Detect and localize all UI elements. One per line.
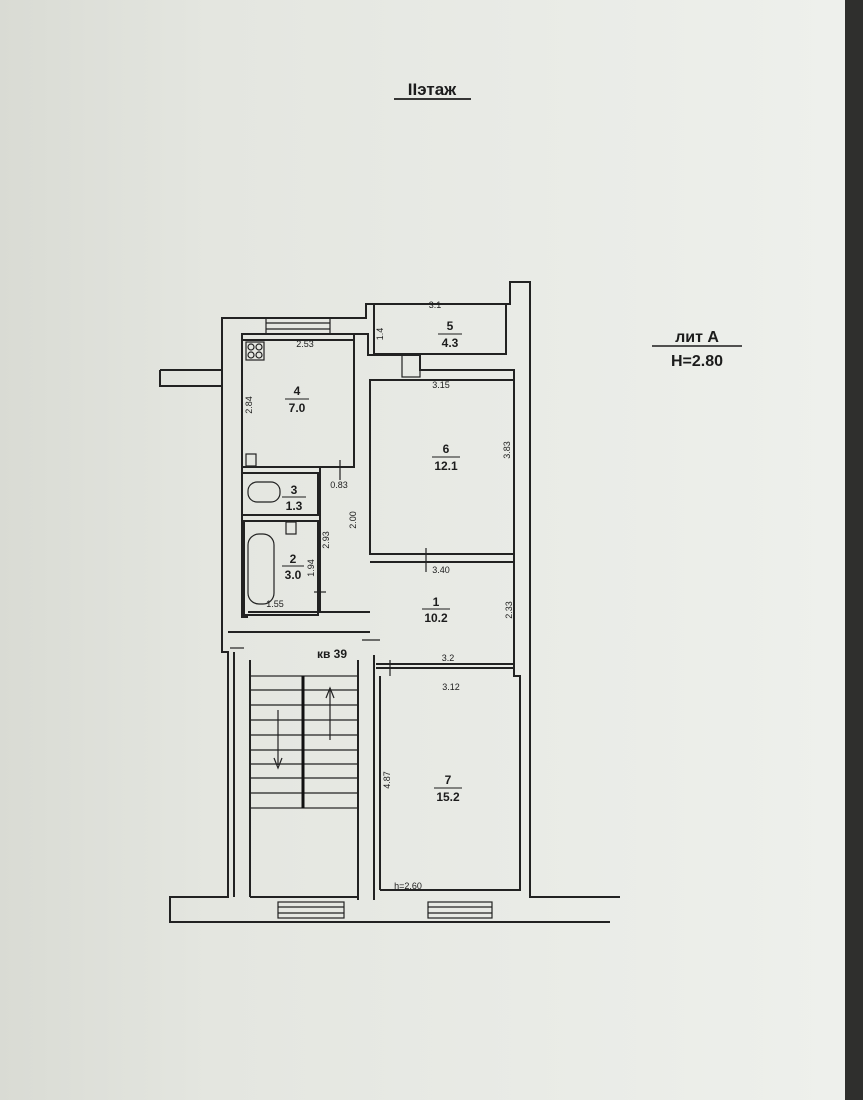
room-7-number: 7 [445, 773, 452, 787]
room-3-number: 3 [291, 483, 298, 497]
room-1-label: 1 10.2 [422, 595, 450, 625]
room-2-number: 2 [290, 552, 297, 566]
room-5-number: 5 [447, 319, 454, 333]
room-1-area: 10.2 [424, 611, 448, 625]
room-7-label: 7 15.2 [434, 773, 462, 804]
dim-r6-top: 3.15 [432, 380, 450, 390]
ceiling-height-label: Н=2.80 [671, 353, 723, 370]
room-2-area: 3.0 [285, 568, 302, 582]
floor-title: IIэтаж [408, 80, 457, 99]
room-5-label: 5 4.3 [438, 319, 462, 350]
door-marks [230, 460, 427, 676]
room-6-label: 6 12.1 [432, 442, 460, 473]
stairs [249, 675, 359, 809]
dim-r7-width: 3.12 [442, 682, 460, 692]
room-7-area: 15.2 [436, 790, 460, 804]
room-2-label: 2 3.0 [282, 552, 304, 582]
room-4-number: 4 [294, 384, 301, 398]
windows [265, 317, 493, 919]
dim-r5-width: 3.1 [429, 300, 442, 310]
dim-r2-height-2: 1.94 [306, 559, 316, 577]
dim-r3-height: 2.00 [348, 511, 358, 529]
room-4-label: 4 7.0 [285, 384, 309, 415]
dim-r2-width: 1.55 [266, 599, 284, 609]
room-3-label: 3 1.3 [282, 483, 306, 513]
lit-label: лит А [675, 329, 719, 346]
room-3-area: 1.3 [286, 499, 303, 513]
room-6-area: 12.1 [434, 459, 458, 473]
dim-r4-width: 2.53 [296, 339, 314, 349]
room-1-number: 1 [433, 595, 440, 609]
dim-r1-height: 2.33 [504, 601, 514, 619]
room-5-area: 4.3 [442, 336, 459, 350]
dim-r7-height: 4.87 [382, 771, 392, 789]
dim-r7-ceiling: h=2.60 [394, 881, 422, 891]
dim-r5-height: 1.4 [375, 328, 385, 341]
dim-r4-height: 2.84 [244, 396, 254, 414]
page-edge-shadow [845, 0, 863, 1100]
room-4-area: 7.0 [289, 401, 306, 415]
room-6-number: 6 [443, 442, 450, 456]
apartment-label: кв 39 [317, 647, 347, 661]
fixtures [245, 341, 297, 605]
paper-sheet [0, 0, 845, 1100]
dim-r2-height-1: 2.93 [321, 531, 331, 549]
dim-r3-width: 0.83 [330, 480, 348, 490]
dim-r1-width: 3.2 [442, 653, 455, 663]
dim-r6-bottom: 3.40 [432, 565, 450, 575]
dim-r6-height: 3.83 [502, 441, 512, 459]
